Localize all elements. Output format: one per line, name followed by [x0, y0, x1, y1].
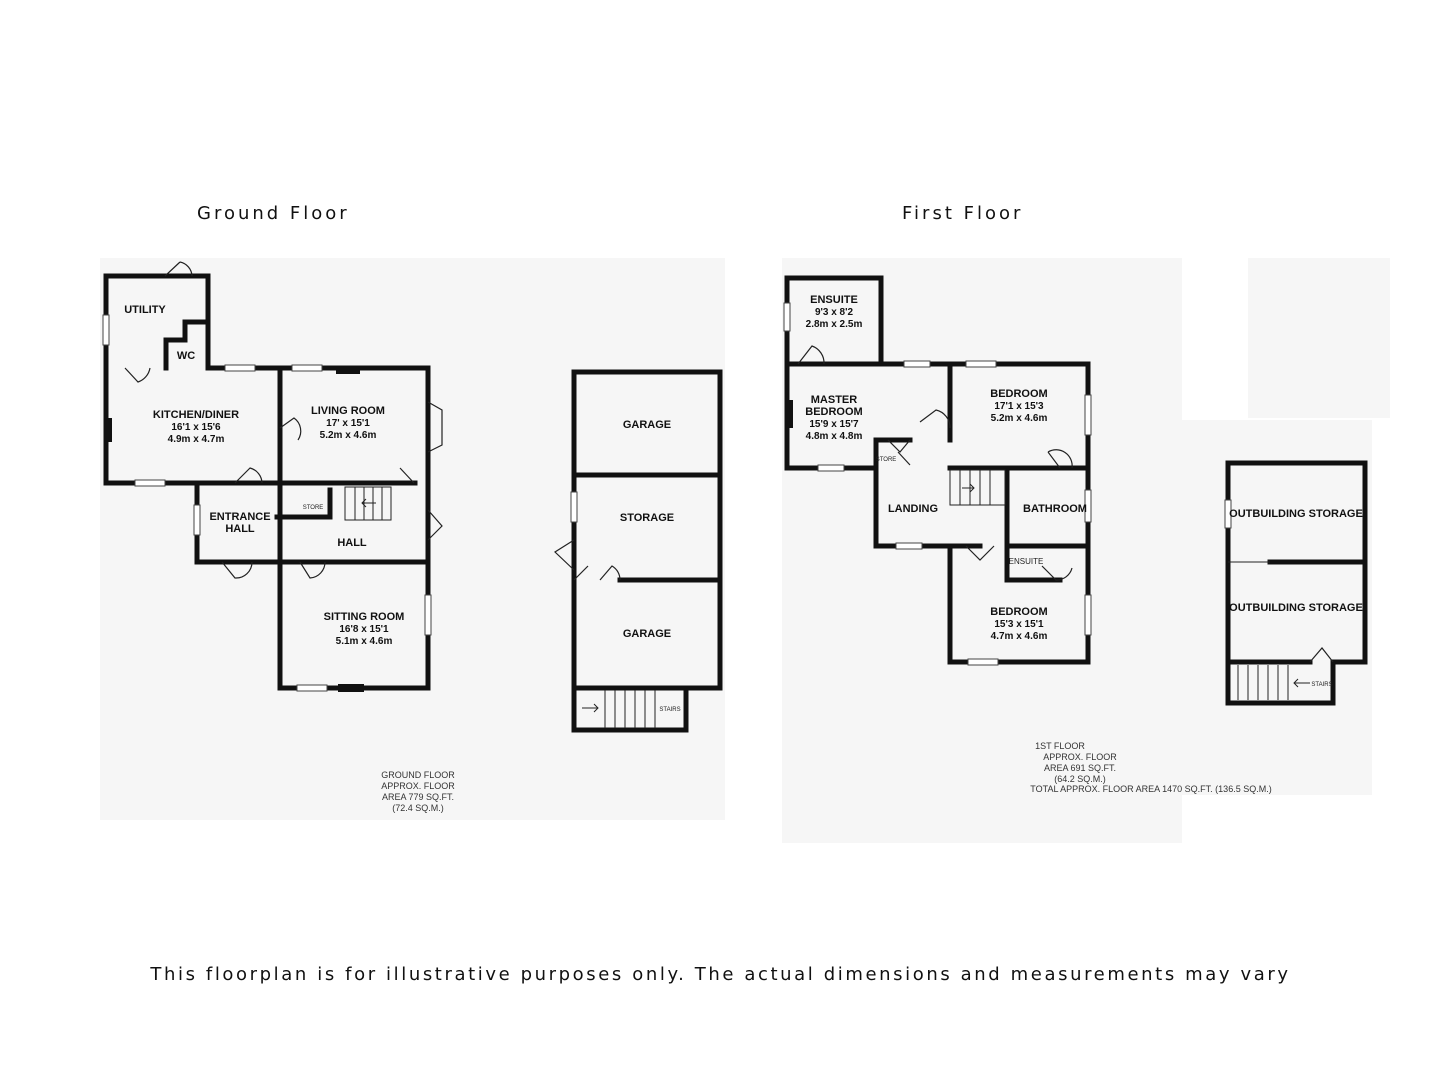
room-dim-master-metric: 4.8m x 4.8m [806, 431, 863, 442]
outbuilding-background-top [1248, 258, 1390, 418]
room-label-garage-2: GARAGE [623, 628, 671, 640]
room-dim-living-imperial: 17' x 15'1 [326, 418, 370, 429]
outbuilding-background [1182, 420, 1372, 795]
first-area-line-3: AREA 691 SQ.FT. [1044, 763, 1116, 773]
room-label-store: STORE [303, 505, 324, 511]
outbuilding-stairs [1237, 665, 1310, 700]
garage-stairs [582, 690, 656, 728]
room-dim-bedroom-3-imperial: 15'3 x 15'1 [994, 619, 1044, 630]
ground-floor-title: Ground Floor [197, 203, 350, 224]
room-dim-ensuite-metric: 2.8m x 2.5m [806, 319, 863, 330]
room-label-bathroom: BATHROOM [1023, 503, 1087, 515]
room-label-kitchen-diner: KITCHEN/DINER [153, 409, 239, 421]
fireplace-sitting [338, 684, 364, 692]
room-label-outbuilding-storage-2: OUTBUILDING STORAGE [1229, 602, 1363, 614]
room-label-outbuilding-storage-1: OUTBUILDING STORAGE [1229, 508, 1363, 520]
room-label-store-first: STORE [876, 457, 897, 463]
room-label-bedroom-3: BEDROOM [990, 606, 1047, 618]
room-label-utility: UTILITY [124, 304, 166, 316]
room-dim-bedroom-2-imperial: 17'1 x 15'3 [994, 401, 1044, 412]
room-dim-living-metric: 5.2m x 4.6m [320, 430, 377, 441]
total-area-line: TOTAL APPROX. FLOOR AREA 1470 SQ.FT. (13… [1030, 784, 1271, 794]
first-floor-stairs [949, 469, 1006, 506]
room-dim-kitchen-imperial: 16'1 x 15'6 [171, 422, 221, 433]
first-floor-background [782, 258, 1182, 843]
room-dim-kitchen-metric: 4.9m x 4.7m [168, 434, 225, 445]
room-label-garage-1: GARAGE [623, 419, 671, 431]
first-area-line-4: (64.2 SQ.M.) [1054, 774, 1106, 784]
ground-floor-doors [124, 261, 443, 579]
room-label-garage-stairs: STAIRS [659, 707, 680, 713]
first-floor-title: First Floor [902, 203, 1024, 224]
fireplace-living [336, 366, 360, 374]
room-dim-bedroom-2-metric: 5.2m x 4.6m [991, 413, 1048, 424]
ground-floor-stairs [344, 486, 392, 521]
fireplace-kitchen [104, 418, 112, 442]
ground-area-line-1: GROUND FLOOR [381, 770, 455, 780]
room-dim-master-imperial: 15'9 x 15'7 [809, 419, 859, 430]
ground-floor-walls [103, 273, 431, 691]
room-label-ensuite-2: ENSUITE [1009, 557, 1044, 566]
ground-area-line-2: APPROX. FLOOR [381, 781, 455, 791]
garage-block-walls [554, 369, 723, 733]
master-chimney [785, 400, 793, 428]
ground-floor-windows [102, 314, 443, 692]
room-dim-bedroom-3-metric: 4.7m x 4.6m [991, 631, 1048, 642]
room-label-landing: LANDING [888, 503, 938, 515]
first-area-line-1: 1ST FLOOR [1035, 741, 1085, 751]
disclaimer-text: This floorplan is for illustrative purpo… [150, 964, 1291, 985]
room-label-wc: WC [177, 350, 195, 362]
ground-floor-background [100, 258, 725, 820]
room-label-bedroom-2: BEDROOM [990, 388, 1047, 400]
room-label-ensuite-master: ENSUITE [810, 294, 858, 306]
room-label-sitting-room: SITTING ROOM [324, 611, 405, 623]
room-dim-sitting-metric: 5.1m x 4.6m [336, 636, 393, 647]
room-label-outbuilding-stairs: STAIRS [1311, 682, 1332, 688]
room-dim-ensuite-imperial: 9'3 x 8'2 [815, 307, 854, 318]
room-label-hall: HALL [337, 537, 367, 549]
room-label-living-room: LIVING ROOM [311, 405, 385, 417]
first-floor-walls [784, 275, 1091, 665]
room-label-storage: STORAGE [620, 512, 674, 524]
room-label-master: MASTER [811, 394, 858, 406]
first-floor-windows [783, 302, 1092, 666]
room-label-entrance: ENTRANCE [209, 511, 270, 523]
outbuilding-walls [1224, 460, 1368, 706]
ground-area-line-4: (72.4 SQ.M.) [392, 803, 444, 813]
first-floor-doors [797, 345, 1073, 581]
room-dim-sitting-imperial: 16'8 x 15'1 [339, 624, 389, 635]
room-label-master-bedroom: BEDROOM [805, 406, 862, 418]
ground-area-line-3: AREA 779 SQ.FT. [382, 792, 454, 802]
room-label-entrance-hall: HALL [225, 523, 255, 535]
first-area-line-2: APPROX. FLOOR [1043, 752, 1117, 762]
